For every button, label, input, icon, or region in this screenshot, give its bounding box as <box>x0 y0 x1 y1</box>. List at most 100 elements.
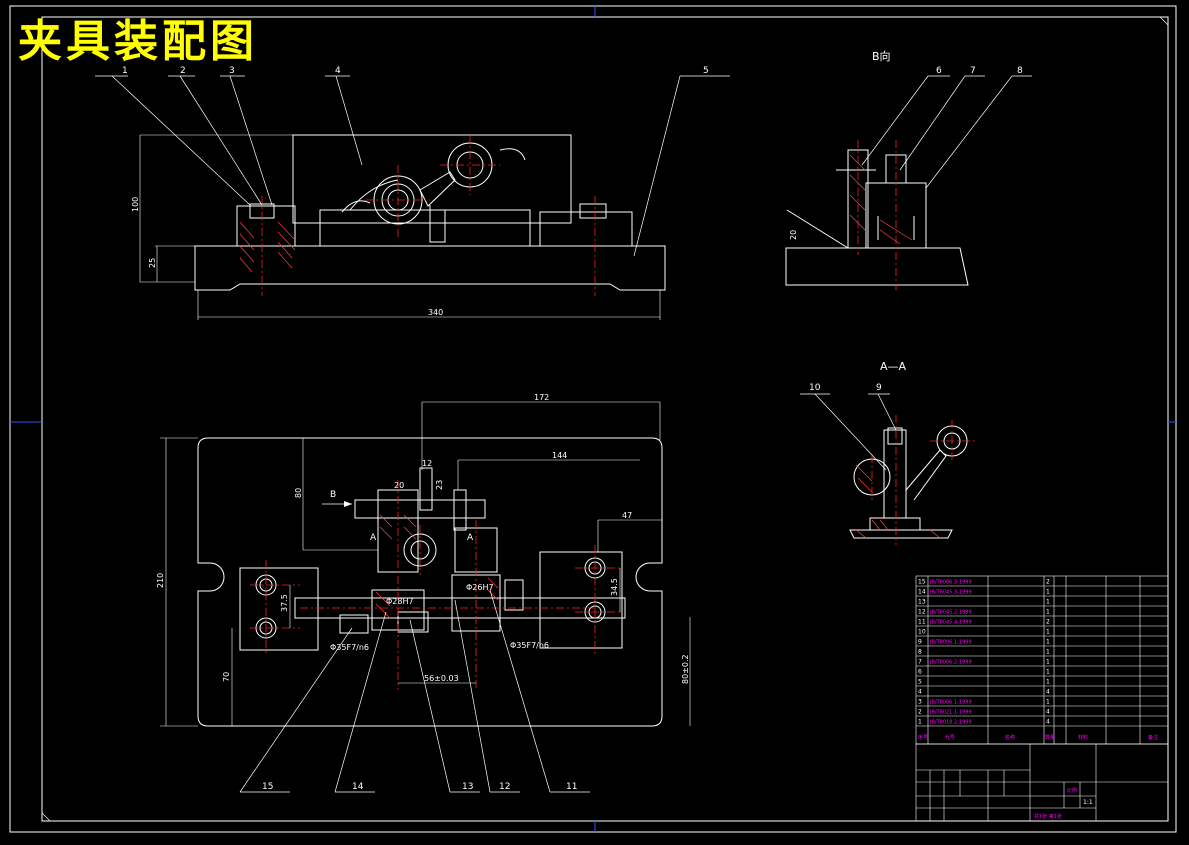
parts-list-cell-qty: 2 <box>1046 579 1050 586</box>
section-mark-left: A <box>370 533 377 543</box>
drawing-title: 夹具装配图 <box>18 16 258 67</box>
section-aa-hatch <box>855 464 941 539</box>
parts-list-cell-qty: 1 <box>1046 699 1050 706</box>
parts-list-cell-qty: 4 <box>1046 689 1050 696</box>
pl-header-name: 名称 <box>1005 734 1015 741</box>
parts-list-cell-no: 13 <box>918 599 926 606</box>
parts-list-cell-code: JB/T8018.2-1999 <box>929 720 972 726</box>
parts-list-cell-qty: 1 <box>1046 639 1050 646</box>
parts-list-cell-qty: 1 <box>1046 629 1050 636</box>
parts-list-cell-no: 3 <box>918 699 922 706</box>
top-view-hatch <box>375 514 499 619</box>
parts-list-cell-code: JB/T8045.3-1999 <box>929 590 972 596</box>
parts-list-cell-code: JB/T8006.1-1999 <box>929 700 972 706</box>
tb-sheet: 共1张 第1张 <box>1034 813 1062 820</box>
parts-list-cell-no: 7 <box>918 659 922 666</box>
section-mark-right: A <box>467 533 474 543</box>
dim-front-base: 25 <box>148 258 157 268</box>
dim-top-70: 70 <box>222 672 231 682</box>
b-view <box>785 149 969 286</box>
leaders-bottom <box>239 589 590 793</box>
parts-list-cell-qty: 1 <box>1046 679 1050 686</box>
parts-list-cell-no: 10 <box>918 629 926 636</box>
balloon-5: 5 <box>703 66 709 76</box>
parts-list-cell-qty: 1 <box>1046 669 1050 676</box>
dim-top-210: 210 <box>156 573 165 588</box>
parts-list-cell-no: 15 <box>918 579 926 586</box>
leaders-aa <box>800 393 897 471</box>
tb-scale-label: 比例 <box>1067 787 1077 794</box>
fit-h2: Φ26H7 <box>466 583 494 592</box>
outer-border <box>9 5 1177 833</box>
balloon-2: 2 <box>180 66 186 76</box>
dim-side-20: 20 <box>789 230 798 240</box>
pl-header-mat: 材料 <box>1078 734 1088 741</box>
b-view-centerlines <box>857 140 897 290</box>
dim-top-56: 56±0.03 <box>424 674 459 683</box>
inner-border <box>41 16 1169 822</box>
balloon-12: 12 <box>499 782 510 792</box>
b-view-label: B向 <box>872 49 891 63</box>
top-view-centerlines <box>250 480 620 690</box>
dim-top-47: 47 <box>622 511 632 520</box>
parts-list-cell-qty: 4 <box>1046 719 1050 726</box>
parts-list-cell-qty: 1 <box>1046 659 1050 666</box>
front-view-hatch <box>239 221 296 273</box>
parts-list-cell-no: 14 <box>918 589 926 596</box>
front-view-centerlines <box>261 135 596 296</box>
parts-list-row: 3 JB/T8006.1-1999 1 <box>918 699 1050 706</box>
pl-header-no: 序号 <box>918 734 928 741</box>
front-view-dims <box>139 135 661 320</box>
parts-list-cell-code: JB/T8021.1-1999 <box>929 710 972 716</box>
balloon-4: 4 <box>335 66 341 76</box>
dim-top-172: 172 <box>534 393 549 402</box>
balloon-6: 6 <box>936 66 942 76</box>
dim-top-20: 20 <box>394 481 404 490</box>
parts-list-row: 7 JB/T8006.2-1999 1 <box>918 659 1050 666</box>
dim-top-34-5: 34.5 <box>610 578 619 596</box>
corner-marks <box>41 16 1169 822</box>
section-aa-label: A—A <box>880 360 907 373</box>
leaders-b <box>861 75 1032 189</box>
parts-list-row: 10 1 <box>918 629 1050 636</box>
parts-list-cell-qty: 2 <box>1046 619 1050 626</box>
direction-arrow-b <box>322 501 352 507</box>
arrow-b-label: B <box>330 490 336 500</box>
parts-list-cell-code: JB/T8006.1-1999 <box>929 640 972 646</box>
parts-list-cell-qty: 4 <box>1046 709 1050 716</box>
front-view <box>140 134 666 291</box>
parts-list-cell-qty: 1 <box>1046 589 1050 596</box>
dim-top-37-5: 37.5 <box>280 594 289 612</box>
section-aa <box>849 425 968 539</box>
balloon-15: 15 <box>262 782 273 792</box>
pl-header-qty: 数量 <box>1045 734 1055 741</box>
b-view-hatch <box>849 154 913 245</box>
parts-list-row: 13 1 <box>918 599 1050 606</box>
balloon-9: 9 <box>876 383 882 393</box>
balloon-1: 1 <box>122 66 128 76</box>
pl-header-code: 代号 <box>945 734 955 741</box>
fit-h1: Φ28H7 <box>386 597 414 606</box>
leaders-top <box>95 75 730 257</box>
parts-list-cell-no: 11 <box>918 619 926 626</box>
parts-list-cell-no: 8 <box>918 649 922 656</box>
parts-list-cell-qty: 1 <box>1046 599 1050 606</box>
parts-list-cell-code: JB/T8006.3-1999 <box>929 580 972 586</box>
dim-top-80: 80 <box>294 488 303 498</box>
balloon-10: 10 <box>809 383 821 393</box>
dim-top-12: 12 <box>422 459 432 468</box>
parts-list-cell-code: JB/T8006.2-1999 <box>929 660 972 666</box>
fit-right: Φ35F7/n6 <box>510 641 549 650</box>
dim-top-144: 144 <box>552 451 567 460</box>
